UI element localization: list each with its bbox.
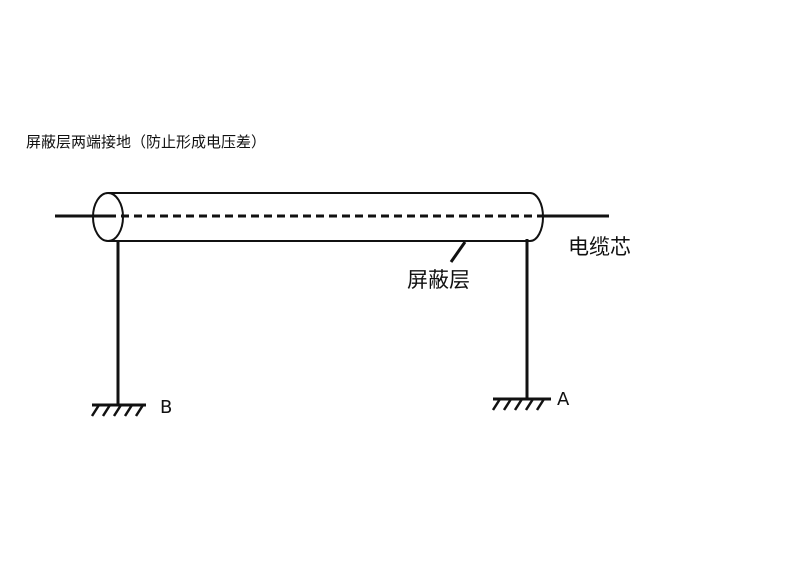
ground-a-hatch bbox=[491, 398, 546, 411]
shield-label: 屏蔽层 bbox=[407, 268, 470, 292]
shield-tube-body bbox=[108, 192, 544, 242]
ground-b-label: B bbox=[160, 397, 173, 418]
ground-a-label: A bbox=[557, 389, 570, 410]
cable-core-label: 电缆芯 bbox=[568, 235, 631, 259]
shield-leader-line bbox=[449, 241, 467, 263]
shield-tube-end-left bbox=[92, 192, 124, 242]
diagram-title: 屏蔽层两端接地（防止形成电压差） bbox=[26, 133, 267, 151]
ground-b-hatch bbox=[90, 404, 145, 417]
